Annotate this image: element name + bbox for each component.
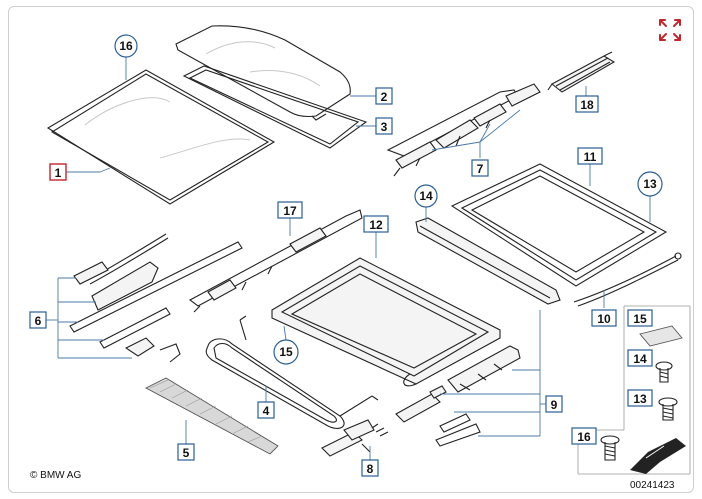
part-11-frame[interactable] [450, 163, 668, 287]
small-parts-panel [577, 305, 691, 475]
callout-6[interactable]: 6 [29, 311, 47, 329]
callout-14-circle[interactable]: 14 [414, 184, 438, 208]
part-8-drive[interactable] [321, 419, 389, 457]
part-12-sunshade[interactable] [271, 257, 501, 387]
svg-text:13: 13 [633, 392, 647, 406]
svg-text:3: 3 [381, 120, 388, 134]
part-15-pad[interactable] [639, 325, 683, 347]
part-17-rail[interactable] [188, 209, 363, 313]
part-6-components[interactable] [69, 233, 243, 363]
callout-5[interactable]: 5 [177, 443, 195, 461]
svg-text:1: 1 [55, 166, 62, 180]
callout-1[interactable]: 1 [49, 163, 67, 181]
callout-3[interactable]: 3 [375, 117, 393, 135]
callout-9[interactable]: 9 [545, 395, 563, 413]
part-16-screw[interactable] [600, 435, 620, 461]
callout-11[interactable]: 11 [577, 147, 603, 165]
scale-arrow-icon [630, 438, 686, 474]
diagram-id: 00241423 [630, 480, 675, 491]
callout-13-circle[interactable]: 13 [637, 171, 663, 197]
part-14-front-trim[interactable] [415, 217, 561, 305]
callout-15-circle[interactable]: 15 [273, 339, 299, 365]
callout-16-box[interactable]: 16 [571, 427, 597, 445]
callout-18[interactable]: 18 [575, 95, 599, 113]
part-1-glass-panel[interactable] [46, 69, 276, 205]
callout-4[interactable]: 4 [257, 401, 275, 419]
callout-14-box[interactable]: 14 [627, 349, 653, 367]
svg-text:15: 15 [279, 345, 293, 359]
svg-text:5: 5 [183, 446, 190, 460]
part-13-screw[interactable] [658, 397, 678, 421]
part-2-deflector[interactable] [175, 25, 351, 121]
callout-10[interactable]: 10 [591, 309, 617, 327]
callout-2[interactable]: 2 [375, 87, 393, 105]
svg-text:14: 14 [633, 352, 647, 366]
callout-7[interactable]: 7 [471, 159, 489, 177]
svg-text:18: 18 [580, 98, 594, 112]
svg-text:6: 6 [35, 314, 42, 328]
svg-text:4: 4 [263, 404, 270, 418]
expand-arrows-icon[interactable] [656, 16, 684, 44]
svg-text:13: 13 [643, 177, 657, 191]
part-14-screw[interactable] [655, 361, 673, 383]
callout-13-box[interactable]: 13 [627, 389, 653, 407]
part-3-seal[interactable] [182, 65, 368, 149]
part-18-bracket[interactable] [547, 51, 616, 93]
svg-text:8: 8 [367, 462, 374, 476]
svg-text:16: 16 [119, 39, 133, 53]
callout-15-box[interactable]: 15 [627, 309, 653, 327]
part-4-seal-ring[interactable] [205, 315, 379, 429]
svg-text:12: 12 [369, 218, 383, 232]
svg-text:15: 15 [633, 312, 647, 326]
svg-text:9: 9 [551, 398, 558, 412]
svg-text:10: 10 [597, 312, 611, 326]
svg-text:7: 7 [477, 162, 484, 176]
svg-text:11: 11 [584, 150, 597, 164]
part-5-mesh-strip[interactable] [145, 377, 279, 455]
copyright-text: © BMW AG [30, 470, 81, 481]
callout-16-top[interactable]: 16 [114, 34, 138, 58]
part-7-guide-rail[interactable] [386, 83, 541, 177]
part-9-components[interactable] [395, 345, 521, 447]
part-10-cable[interactable] [573, 252, 682, 307]
svg-text:17: 17 [283, 204, 297, 218]
callout-17[interactable]: 17 [277, 201, 303, 219]
svg-text:16: 16 [577, 430, 591, 444]
callout-8[interactable]: 8 [361, 459, 379, 477]
callout-12[interactable]: 12 [363, 215, 389, 233]
svg-text:2: 2 [381, 90, 388, 104]
leader-lines [46, 86, 605, 460]
svg-text:14: 14 [419, 189, 433, 203]
